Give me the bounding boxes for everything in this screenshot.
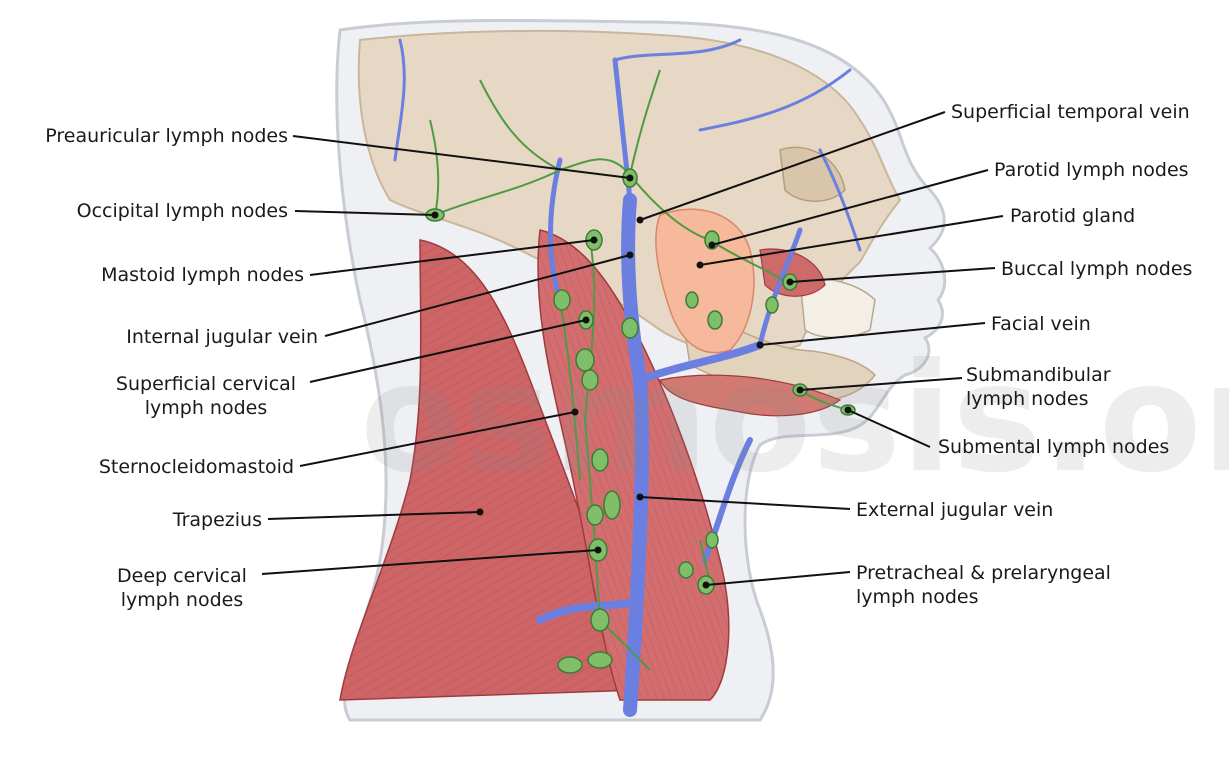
label-submental-lymph-nodes: Submental lymph nodes bbox=[938, 436, 1170, 458]
label-line: lymph nodes bbox=[120, 589, 244, 611]
label-line: lymph nodes bbox=[144, 397, 268, 419]
leader-dots bbox=[431, 174, 852, 589]
label-line: lymph nodes bbox=[966, 388, 1089, 410]
label-facial-vein: Facial vein bbox=[991, 313, 1091, 335]
label-pretracheal-prelaryngeal-lymph-nodes: Pretracheal & prelaryngeal lymph nodes bbox=[856, 561, 1111, 609]
label-trapezius: Trapezius bbox=[172, 509, 262, 531]
label-mastoid-lymph-nodes: Mastoid lymph nodes bbox=[101, 264, 304, 286]
label-sternocleidomastoid: Sternocleidomastoid bbox=[98, 456, 294, 478]
label-parotid-lymph-nodes: Parotid lymph nodes bbox=[994, 159, 1189, 181]
label-line: lymph nodes bbox=[856, 586, 979, 608]
watermark: osmosis.org bbox=[360, 332, 1229, 506]
label-superficial-temporal-vein: Superficial temporal vein bbox=[951, 101, 1190, 123]
veins bbox=[393, 38, 862, 717]
label-line: Deep cervical bbox=[117, 565, 247, 587]
label-parotid-gland: Parotid gland bbox=[1010, 205, 1136, 227]
label-occipital-lymph-nodes: Occipital lymph nodes bbox=[76, 200, 288, 222]
label-submandibular-lymph-nodes: Submandibular lymph nodes bbox=[966, 363, 1111, 411]
label-external-jugular-vein: External jugular vein bbox=[856, 499, 1054, 521]
leader-lines bbox=[261, 111, 1004, 586]
label-buccal-lymph-nodes: Buccal lymph nodes bbox=[1001, 258, 1193, 280]
label-line: Submandibular bbox=[966, 364, 1111, 386]
label-deep-cervical-lymph-nodes: Deep cervical lymph nodes bbox=[92, 564, 272, 612]
label-line: Superficial cervical bbox=[115, 373, 297, 395]
label-internal-jugular-vein: Internal jugular vein bbox=[126, 326, 318, 348]
label-preauricular-lymph-nodes: Preauricular lymph nodes bbox=[45, 125, 288, 147]
label-line: Pretracheal & prelaryngeal bbox=[856, 562, 1111, 584]
label-superficial-cervical-lymph-nodes: Superficial cervical lymph nodes bbox=[96, 372, 316, 420]
parotid-gland bbox=[655, 208, 755, 354]
